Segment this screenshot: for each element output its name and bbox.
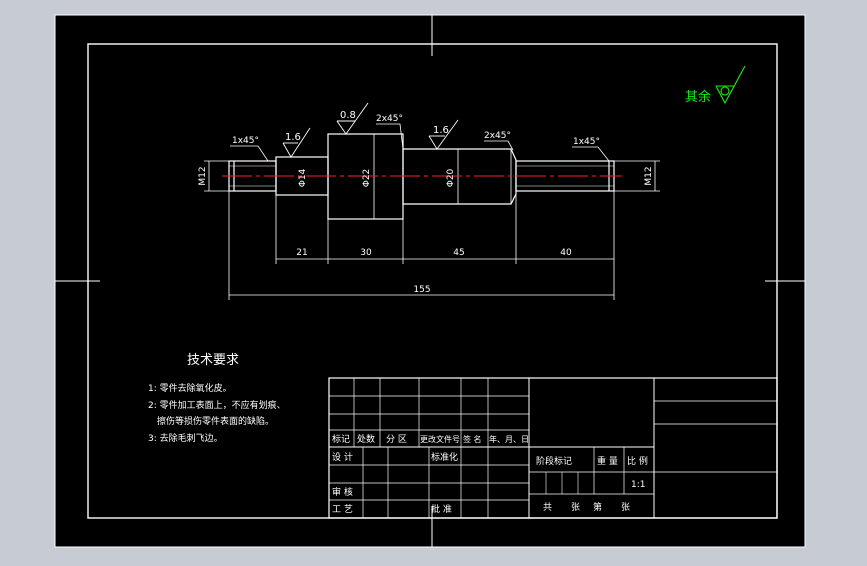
svg-text:其余: 其余 [685,89,711,105]
length-1: 21 [296,248,307,258]
roughness-value-1: 1.6 [285,132,301,143]
rev-header-sign: 签 名 [463,434,482,444]
requirements-title: 技术要求 [187,353,239,368]
rev-header-mark: 标记 [332,433,350,445]
technical-requirements: 技术要求 1: 零件去除氧化皮。 2: 零件加工表面上，不应有划痕、 擦伤等损伤… [148,353,286,444]
scale-value: 1:1 [631,480,645,490]
other-roughness-note: 其余 [685,65,746,105]
weight-label: 重 量 [597,455,618,467]
rev-header-count: 处数 [357,433,375,445]
rev-header-zone: 分 区 [386,434,407,445]
dia-label-5: M12 [644,166,654,185]
approve-label: 批 准 [431,503,452,515]
rev-header-doc: 更改文件号 [420,434,460,444]
chamfer-4: 1x45° [573,137,600,147]
length-dims [228,191,615,300]
stage-mark-label: 阶段标记 [536,455,572,467]
diameter-dims [204,160,660,192]
requirement-2: 2: 零件加工表面上，不应有划痕、 [148,399,286,411]
roughness-value-2: 0.8 [340,110,356,121]
sheets-total-label: 共 [543,502,552,513]
design-label: 设 计 [332,451,353,463]
dia-label-4: Φ20 [446,168,456,187]
rev-header-date: 年、月、日 [489,434,529,444]
scale-label: 比 例 [627,455,648,467]
chamfer-leaders [230,123,610,162]
total-length: 155 [413,285,430,295]
sheets-nth-label: 第 [593,501,602,513]
chamfer-3: 2x45° [484,131,511,141]
requirement-2b: 擦伤等损伤零件表面的缺陷。 [157,415,274,427]
chamfer-2: 2x45° [376,114,403,124]
sheets-unit-1: 张 [571,502,580,513]
chamfer-1: 1x45° [232,136,259,146]
requirement-3: 3: 去除毛刺飞边。 [148,432,223,444]
dia-label-1: M12 [198,166,208,185]
dia-label-3: Φ22 [362,169,372,188]
roughness-symbols [282,102,459,158]
dia-label-2: Φ14 [298,168,308,187]
standardize-label: 标准化 [431,451,458,463]
length-3: 45 [453,248,464,258]
roughness-value-3: 1.6 [433,125,449,136]
sheets-unit-2: 张 [621,502,630,513]
length-4: 40 [560,248,572,258]
process-label: 工 艺 [332,504,353,515]
title-block [328,377,778,519]
requirement-1: 1: 零件去除氧化皮。 [148,382,232,394]
check-label: 审 核 [332,486,353,498]
drawing-sheet [54,14,806,548]
length-2: 30 [360,248,372,258]
centering-marks [55,15,805,547]
